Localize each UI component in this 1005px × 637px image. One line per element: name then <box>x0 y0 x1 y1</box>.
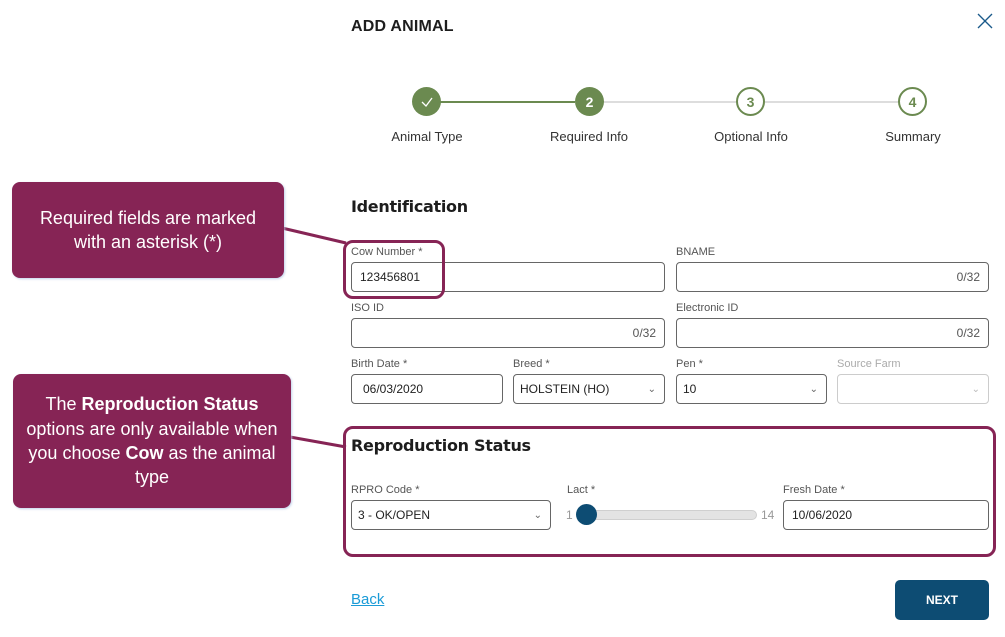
callout-required-fields: Required fields are marked with an aster… <box>12 182 284 278</box>
step-1-circle[interactable] <box>412 87 441 116</box>
fresh-date-label: Fresh Date * <box>783 484 845 496</box>
rpro-code-value: 3 - OK/OPEN <box>358 508 431 522</box>
fresh-date-value: 10/06/2020 <box>792 508 853 522</box>
callout-connector-required <box>281 226 347 245</box>
step-2-circle[interactable]: 2 <box>575 87 604 116</box>
step-4-circle[interactable]: 4 <box>898 87 927 116</box>
chevron-down-icon: ⌄ <box>533 509 542 521</box>
step-3-circle[interactable]: 3 <box>736 87 765 116</box>
callout-text-part: as the animal type <box>134 443 276 488</box>
breed-value: HOLSTEIN (HO) <box>520 382 610 396</box>
rpro-code-label: RPRO Code * <box>351 484 420 496</box>
birth-date-value: 06/03/2020 <box>363 382 424 396</box>
cow-number-highlight <box>343 240 445 299</box>
fresh-date-input[interactable]: 10/06/2020 <box>783 500 989 530</box>
dialog-title: ADD ANIMAL <box>351 18 454 35</box>
source-farm-select[interactable]: ⌄ <box>837 374 989 404</box>
checkmark-icon <box>421 97 433 107</box>
step-connector <box>765 101 899 103</box>
reproduction-heading: Reproduction Status <box>351 436 531 455</box>
breed-label: Breed * <box>513 358 550 370</box>
rpro-code-select[interactable]: 3 - OK/OPEN ⌄ <box>351 500 551 530</box>
bname-label: BNAME <box>676 246 716 258</box>
callout-text-bold: Reproduction Status <box>81 394 259 415</box>
pen-select[interactable]: 10 ⌄ <box>676 374 827 404</box>
electronic-id-input[interactable]: 0/32 <box>676 318 989 348</box>
chevron-down-icon: ⌄ <box>647 383 656 395</box>
breed-select[interactable]: HOLSTEIN (HO) ⌄ <box>513 374 665 404</box>
callout-reproduction: The Reproduction Status options are only… <box>13 374 291 508</box>
source-farm-label: Source Farm <box>837 358 901 370</box>
close-icon <box>977 13 993 29</box>
chevron-down-icon: ⌄ <box>809 383 818 395</box>
reproduction-highlight <box>343 426 996 557</box>
step-connector-done <box>440 101 575 103</box>
lact-min-label: 1 <box>566 508 573 522</box>
cow-number-label: Cow Number * <box>351 246 423 258</box>
callout-repro-text: The Reproduction Status options are only… <box>25 392 279 489</box>
close-button[interactable] <box>975 11 995 31</box>
step-2-label: Required Info <box>549 129 629 144</box>
electronic-id-label: Electronic ID <box>676 302 739 314</box>
callout-required-text: Required fields are marked with an aster… <box>39 207 257 252</box>
callout-text-bold: Cow <box>125 443 164 463</box>
callout-text-part: options are only available when you choo… <box>26 418 278 463</box>
iso-id-input[interactable]: 0/32 <box>351 318 665 348</box>
iso-id-label: ISO ID <box>351 302 385 314</box>
step-1-label: Animal Type <box>391 129 463 144</box>
birth-date-label: Birth Date * <box>351 358 408 370</box>
lact-max-label: 14 <box>761 508 775 522</box>
step-3-label: Optional Info <box>714 129 788 144</box>
electronic-id-counter: 0/32 <box>956 326 980 340</box>
identification-heading: Identification <box>351 197 468 216</box>
step-connector <box>603 101 737 103</box>
back-link[interactable]: Back <box>351 591 385 608</box>
cow-number-value: 123456801 <box>360 270 421 284</box>
step-4-label: Summary <box>885 129 941 144</box>
lact-label: Lact * <box>567 484 596 496</box>
next-button[interactable]: NEXT <box>895 580 989 620</box>
bname-counter: 0/32 <box>956 270 980 284</box>
chevron-down-icon: ⌄ <box>971 383 980 395</box>
callout-text-part: The <box>45 394 82 415</box>
birth-date-input[interactable]: 06/03/2020 <box>351 374 503 404</box>
callout-connector-repro <box>289 435 347 449</box>
pen-label: Pen * <box>676 358 703 370</box>
pen-value: 10 <box>683 382 697 396</box>
iso-id-counter: 0/32 <box>632 326 656 340</box>
bname-input[interactable]: 0/32 <box>676 262 989 292</box>
lact-slider-thumb[interactable] <box>576 504 597 525</box>
cow-number-input[interactable]: 123456801 <box>351 262 665 292</box>
